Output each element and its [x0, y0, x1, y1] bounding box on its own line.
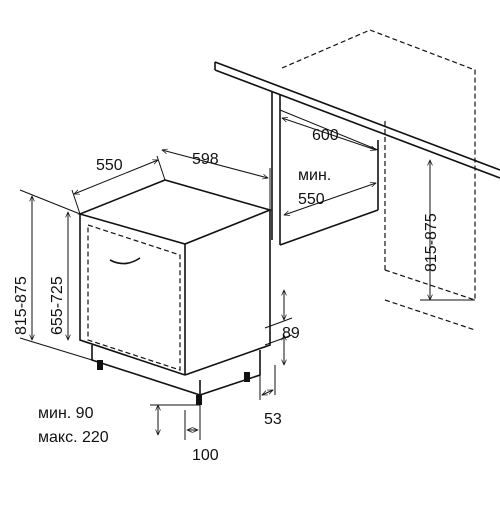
depth-label: 550: [96, 157, 123, 174]
door-gap-min-label: мин. 90: [38, 405, 94, 422]
machine-height-label: 815-875: [13, 276, 30, 335]
plinth-height-label: 89: [282, 325, 300, 342]
dishwasher-body: [77, 179, 273, 376]
door-handle: [109, 257, 141, 265]
door-gap-max-label: макс. 220: [38, 429, 109, 446]
door-height-label: 655-725: [49, 276, 66, 335]
rear-foot: [244, 372, 250, 382]
niche-depth-prefix-label: мин.: [298, 167, 331, 184]
front-foot-right: [196, 395, 202, 405]
front-foot-left: [97, 360, 103, 370]
plinth: [91, 345, 261, 405]
plinth-depth-label: 53: [264, 411, 282, 428]
niche-outline: [281, 29, 476, 331]
niche-width-label: 600: [312, 127, 339, 144]
worktop: [214, 61, 500, 179]
niche-depth-label: 550: [298, 191, 325, 208]
niche-height-label: 815-875: [423, 213, 440, 272]
dimension-lines: [19, 118, 475, 440]
width-label: 598: [192, 151, 219, 168]
foot-offset-label: 100: [192, 447, 219, 464]
